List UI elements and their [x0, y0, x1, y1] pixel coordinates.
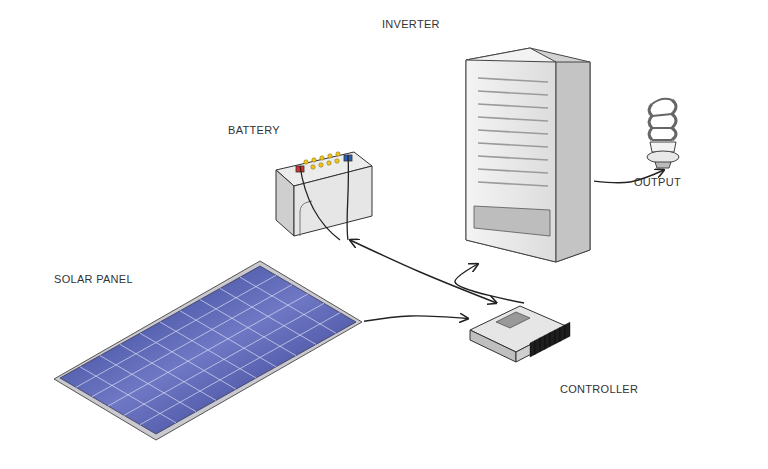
output-box: OUTPUT	[642, 96, 686, 170]
controller-symbol	[470, 306, 570, 362]
louvre	[478, 182, 548, 186]
battery-handle	[300, 201, 312, 236]
louvre	[478, 143, 548, 147]
solar-panel-box: SOLAR PANEL	[54, 259, 364, 442]
bulb-symbol	[647, 99, 679, 168]
bulb-spiral	[652, 99, 672, 140]
louvre	[478, 130, 548, 134]
solar-panel	[54, 261, 362, 440]
battery-wire	[347, 155, 348, 240]
fin	[540, 335, 545, 352]
louvre	[478, 156, 548, 160]
controller-box: CONTROLLER	[468, 303, 570, 365]
controller-display	[496, 312, 530, 328]
cell-line	[124, 303, 324, 415]
battery-wire	[300, 166, 340, 240]
fin	[555, 327, 560, 344]
cell-line	[140, 313, 340, 425]
component-label: BATTERY	[228, 124, 280, 136]
fin	[560, 325, 565, 342]
bulb-base	[647, 151, 679, 163]
component-label: SOLAR PANEL	[54, 273, 133, 285]
inverter-front	[466, 60, 556, 262]
cell-line	[92, 285, 292, 397]
controller-side	[470, 330, 516, 362]
battery-caps	[304, 152, 340, 169]
inverter-louvres	[478, 78, 548, 186]
inverter-symbol	[466, 48, 590, 262]
fin	[530, 340, 535, 357]
battery-side	[276, 170, 294, 236]
fin	[550, 330, 555, 347]
bulb-spiral	[649, 104, 652, 140]
panel-cells	[60, 266, 356, 434]
bulb-cap	[655, 162, 671, 168]
panel-frame	[54, 261, 362, 440]
inverter-body	[466, 48, 590, 262]
louvre	[478, 169, 548, 173]
cell-line	[76, 275, 276, 387]
battery-symbol	[276, 152, 372, 240]
component-label: CONTROLLER	[560, 383, 638, 395]
fin	[565, 322, 570, 339]
component-label: OUTPUT	[634, 176, 681, 188]
louvre	[478, 104, 548, 108]
battery-box: BATTERY	[272, 148, 376, 240]
louvre	[478, 91, 548, 95]
fin	[545, 333, 550, 350]
heatsink-fins	[530, 322, 570, 357]
inverter-side	[556, 62, 590, 262]
louvre	[478, 78, 548, 82]
fin	[535, 338, 540, 355]
inverter-panel	[474, 206, 550, 236]
louvre	[478, 117, 548, 121]
wire-connector	[455, 264, 524, 303]
component-label: INVERTER	[382, 18, 440, 30]
cell-line	[108, 294, 308, 406]
controller-front	[516, 326, 566, 362]
bulb-spiral	[672, 100, 676, 140]
inverter-box: INVERTER	[462, 46, 594, 264]
panel-grid	[76, 275, 340, 424]
wire-connector	[350, 240, 497, 303]
wire-connector	[364, 316, 468, 321]
battery-front	[294, 166, 372, 236]
